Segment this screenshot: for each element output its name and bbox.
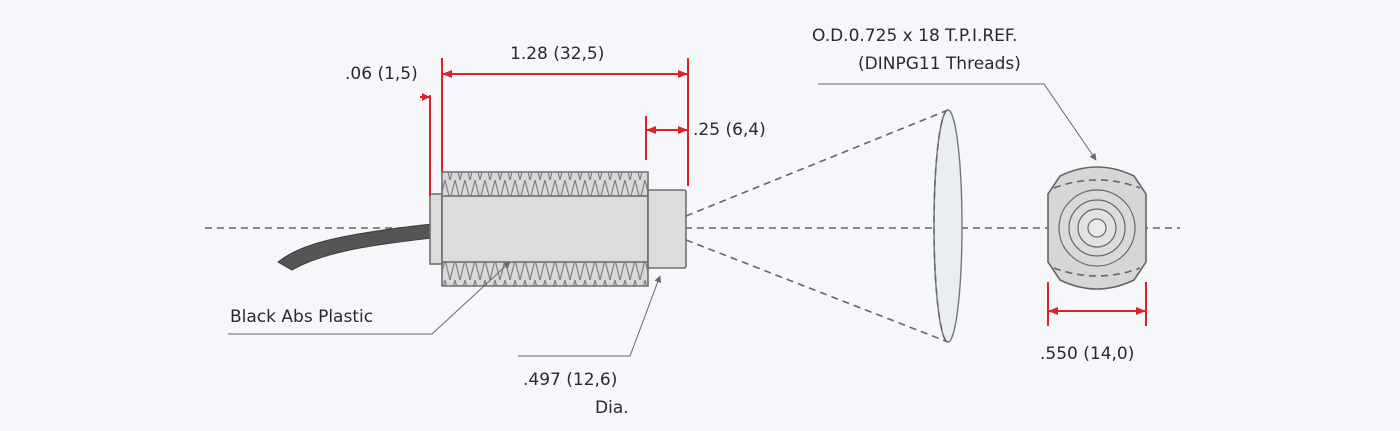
sensing-cone [685, 109, 963, 343]
dim-gap-label: .06 (1,5) [345, 64, 418, 84]
material-leader [228, 261, 511, 335]
diameter-unit-label: Dia. [595, 398, 629, 418]
dim-length-label: 1.28 (32,5) [510, 44, 605, 64]
dim-nose-lines [645, 116, 688, 160]
dim-nose-label: .25 (6,4) [693, 120, 766, 140]
diameter-leader [518, 275, 662, 357]
sensor-body [429, 171, 687, 287]
dim-end-lines [1047, 282, 1147, 326]
cable [277, 223, 433, 271]
end-width-label: .550 (14,0) [1040, 344, 1135, 364]
thread-spec-line2: (DINPG11 Threads) [858, 54, 1021, 74]
end-view [1047, 166, 1147, 290]
dim-gap-lines [420, 58, 443, 196]
diameter-value-label: .497 (12,6) [523, 370, 618, 390]
thread-spec-line1: O.D.0.725 x 18 T.P.I.REF. [812, 26, 1018, 46]
material-label: Black Abs Plastic [230, 307, 374, 327]
dim-length-lines [442, 58, 689, 186]
thread-leader [818, 83, 1097, 161]
